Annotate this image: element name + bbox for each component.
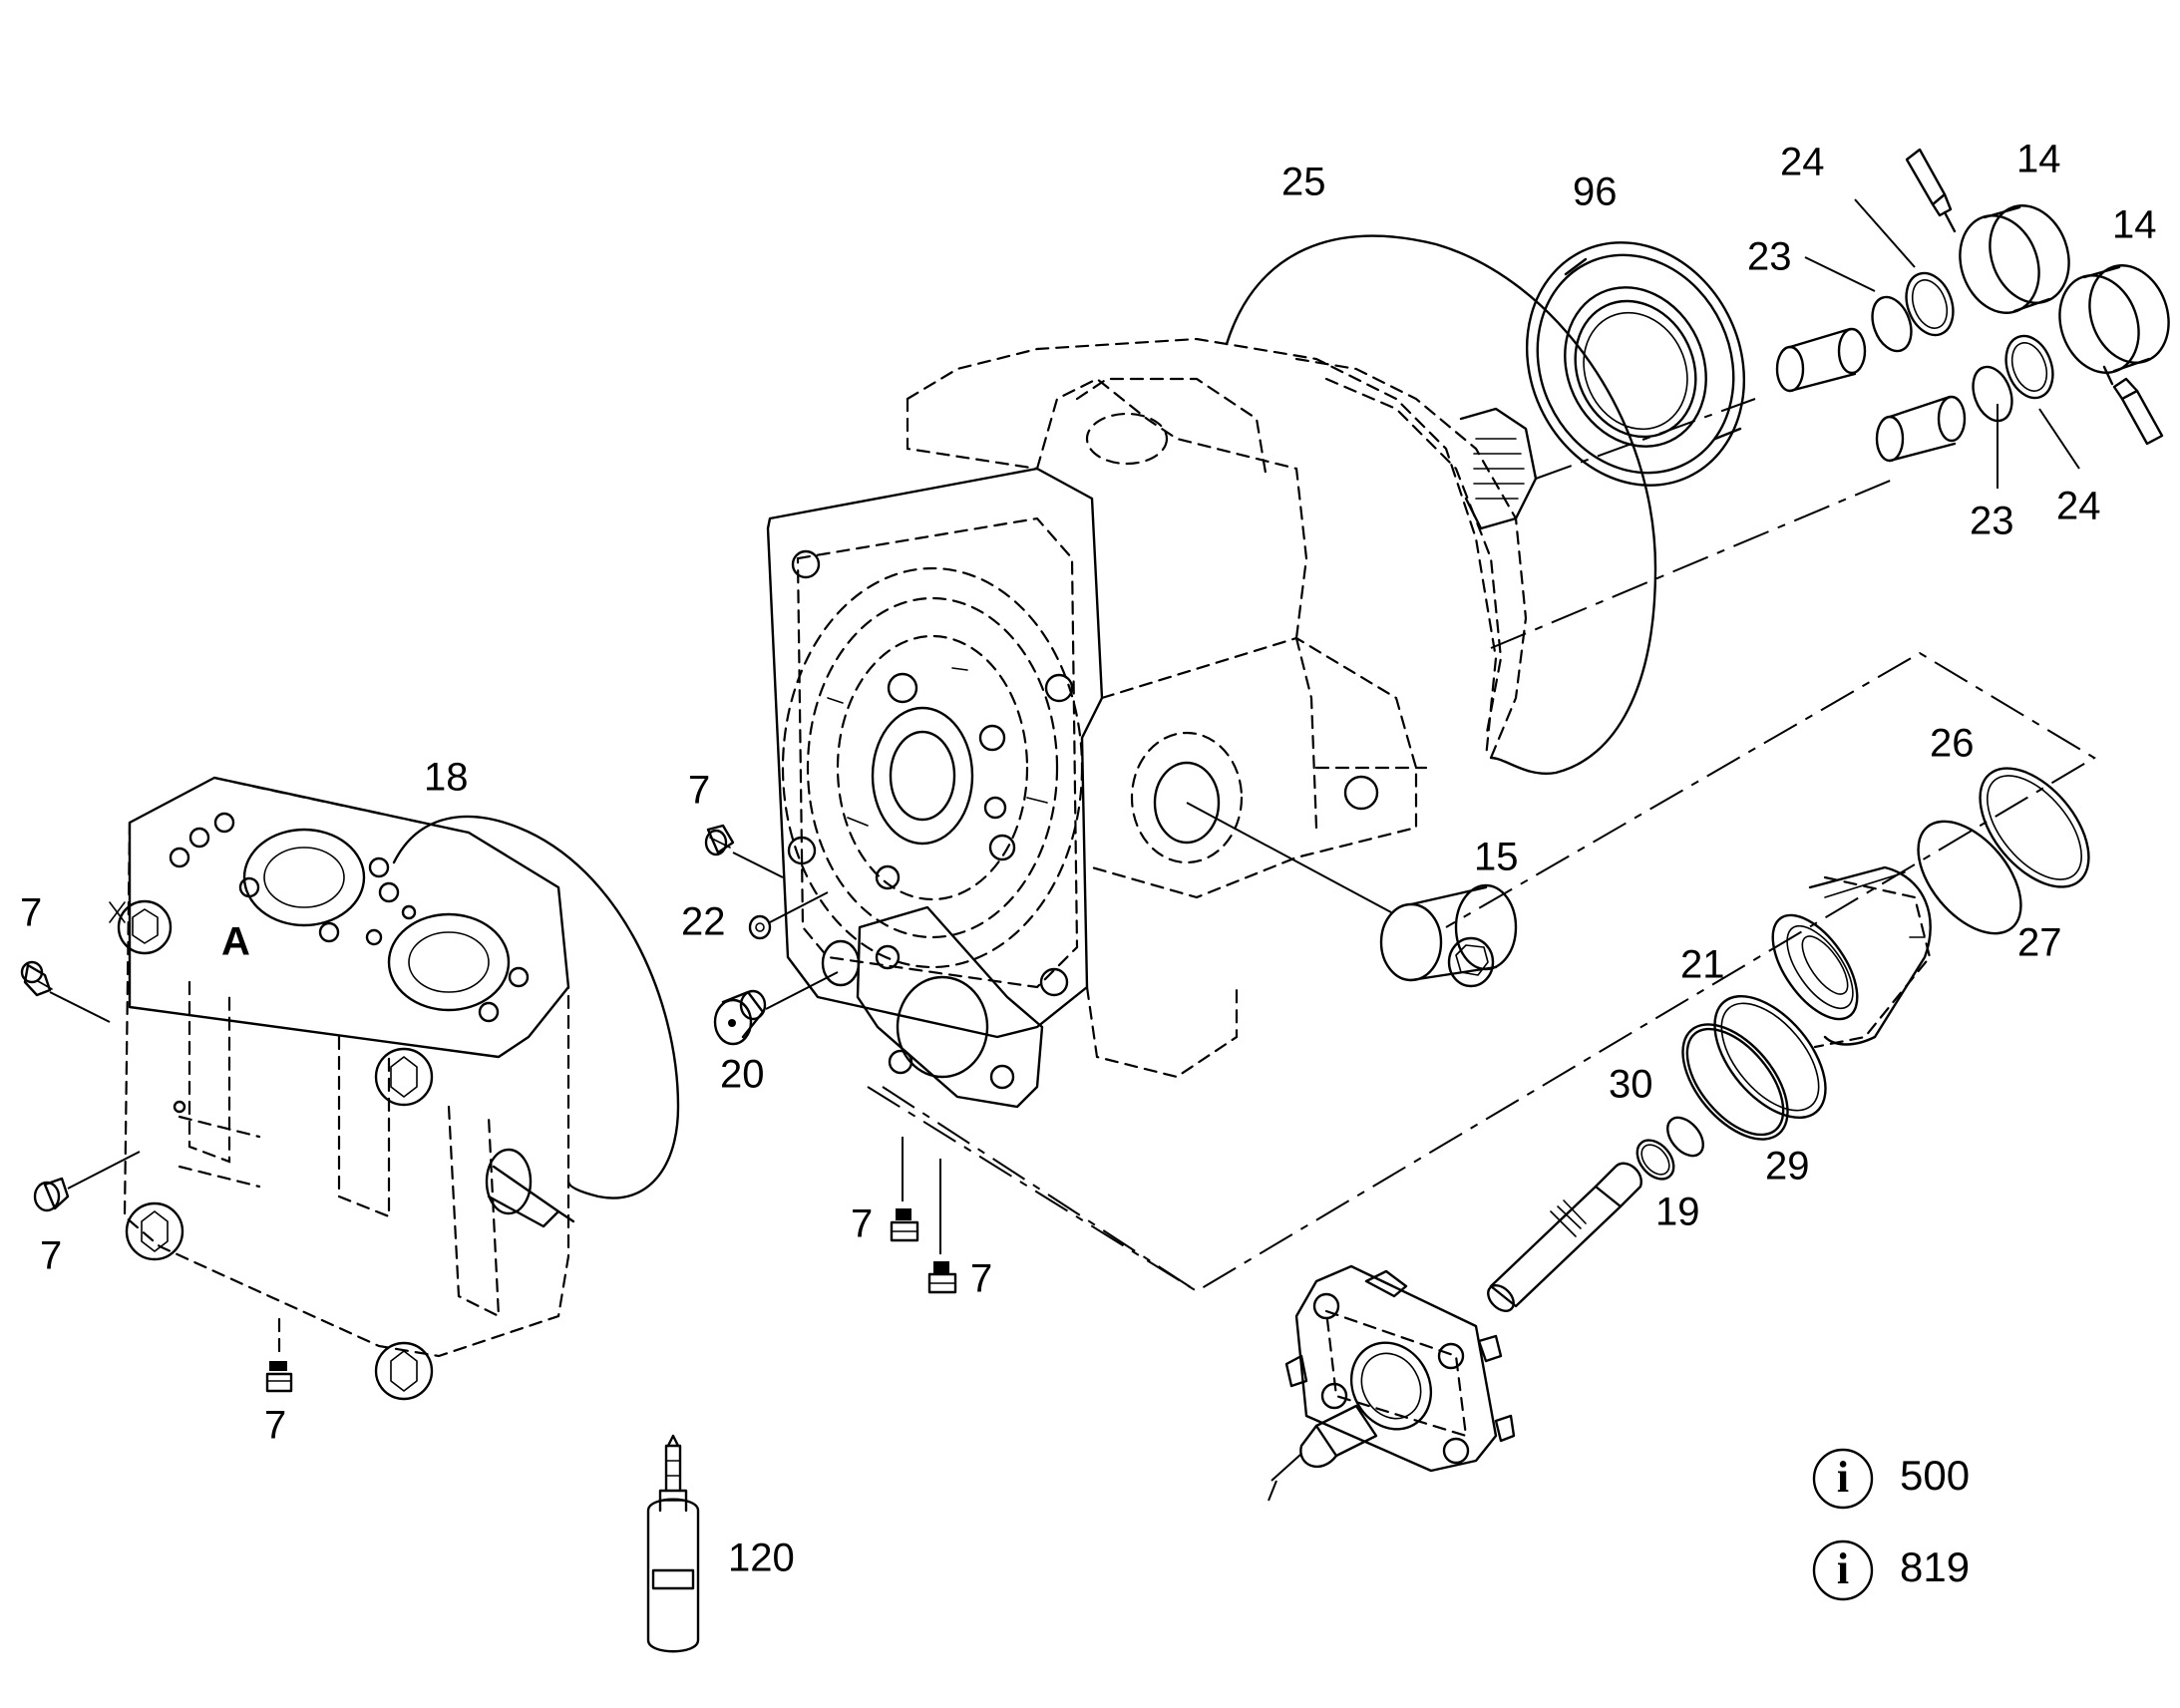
washer-22 xyxy=(748,914,772,940)
housing-bolt xyxy=(374,1047,434,1107)
port-a-marking: A xyxy=(221,920,250,964)
housing-bolt xyxy=(374,1341,434,1401)
callout-23-lower: 23 xyxy=(1970,500,2014,543)
valve-housing: A xyxy=(109,776,575,1401)
callout-7-port-right: 7 xyxy=(970,1257,992,1301)
callout-14-upper: 14 xyxy=(2016,138,2061,181)
callout-96: 96 xyxy=(1573,171,1618,214)
callout-29: 29 xyxy=(1765,1145,1810,1189)
end-flange xyxy=(1268,1264,1516,1502)
callout-7-port-left: 7 xyxy=(851,1202,873,1246)
ring-24-lower xyxy=(2004,334,2054,400)
piston-rod xyxy=(1487,1162,1642,1312)
callout-20: 20 xyxy=(720,1053,765,1097)
ring-23-upper xyxy=(1871,295,1913,353)
bushing-23-lower xyxy=(1875,395,1967,463)
plug-15 xyxy=(1379,883,1518,988)
part-callouts: 25 96 24 14 14 23 23 24 26 27 15 18 7 7 … xyxy=(20,138,2157,1580)
callout-30: 30 xyxy=(1609,1063,1653,1107)
spool-sleeve xyxy=(1771,865,1932,1049)
cap-14-lower xyxy=(2058,264,2170,374)
callout-7-left-bottom: 7 xyxy=(40,1234,62,1278)
callout-24-lower: 24 xyxy=(2056,485,2101,528)
o-ring-25 xyxy=(1225,234,1657,775)
plug-7-port-right xyxy=(927,1261,957,1294)
info-ref-819-label: 819 xyxy=(1900,1543,1970,1590)
o-ring-18 xyxy=(392,815,680,1199)
callout-25: 25 xyxy=(1281,161,1326,204)
thread-locker-bottle xyxy=(646,1434,700,1653)
cap-14-upper xyxy=(1959,204,2070,314)
callout-7-left-top: 7 xyxy=(20,891,42,935)
ring-24-upper xyxy=(1905,271,1955,337)
callout-7-housing-bottom: 7 xyxy=(264,1404,286,1448)
housing-bolt xyxy=(125,1201,184,1261)
info-ref-500-label: 500 xyxy=(1900,1452,1970,1499)
callout-24-upper: 24 xyxy=(1780,141,1825,184)
callout-21: 21 xyxy=(1680,943,1725,987)
callout-120: 120 xyxy=(728,1537,795,1580)
callout-15: 15 xyxy=(1474,836,1519,879)
callout-14-lower: 14 xyxy=(2112,203,2157,247)
info-icon: i xyxy=(1837,1544,1849,1593)
sealant-tube-bottom xyxy=(2102,365,2164,446)
ring-30 xyxy=(1666,1116,1704,1158)
housing-bolt xyxy=(117,899,173,955)
o-ring-27 xyxy=(1917,820,2022,935)
plug-20 xyxy=(713,989,767,1046)
info-reference-500[interactable]: i 500 xyxy=(1812,1448,1970,1510)
callout-23-upper: 23 xyxy=(1747,235,1792,279)
callout-7-front: 7 xyxy=(688,769,710,813)
callout-22: 22 xyxy=(681,900,726,944)
callout-26: 26 xyxy=(1930,722,1975,766)
plug-7-housing-bottom xyxy=(265,1361,293,1393)
callout-18: 18 xyxy=(424,756,469,800)
plug-7-front xyxy=(704,824,735,856)
ring-23-lower xyxy=(1972,365,2013,423)
plug-7-left-top xyxy=(20,960,53,997)
sealant-tube-top xyxy=(1905,148,1957,233)
info-icon: i xyxy=(1837,1453,1849,1502)
o-ring-21 xyxy=(1713,994,1827,1120)
ring-19 xyxy=(1635,1139,1675,1181)
housing-adjuster xyxy=(485,1148,575,1228)
bushing-23-upper xyxy=(1775,327,1867,393)
callout-27: 27 xyxy=(2017,921,2062,965)
o-ring-29 xyxy=(1681,1023,1789,1141)
main-housing xyxy=(766,337,1538,1109)
plug-7-port-left xyxy=(890,1208,919,1242)
plug-7-left-bottom xyxy=(33,1177,70,1212)
shaft-seal-96 xyxy=(1525,241,1746,487)
info-reference-819[interactable]: i 819 xyxy=(1812,1539,1970,1601)
o-ring-26 xyxy=(1979,767,2090,888)
callout-19: 19 xyxy=(1655,1191,1700,1234)
